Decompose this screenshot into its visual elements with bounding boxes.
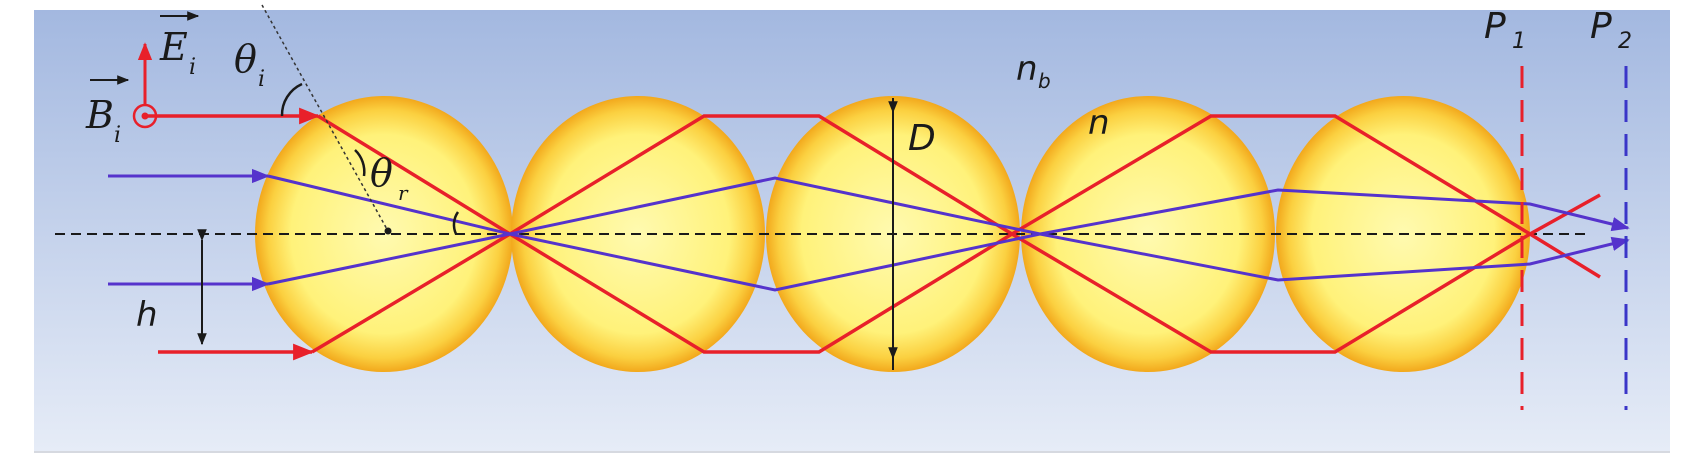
theta-i-label: θ i: [234, 37, 265, 92]
e-field-subscript: i: [189, 55, 196, 80]
theta-r-subscript: r: [398, 181, 409, 205]
p1-label: P 1: [1484, 6, 1526, 54]
incidence-normal: [261, 4, 389, 232]
b-field-subscript: i: [114, 123, 121, 148]
nb-symbol: n: [1016, 49, 1038, 89]
blue-path-lower: [267, 232, 1630, 292]
nb-subscript: b: [1038, 69, 1051, 93]
refraction-angle-arc: [452, 211, 460, 235]
p2-label: P 2: [1590, 6, 1632, 54]
theta-i-subscript: i: [258, 67, 265, 92]
b-field-label: B: [85, 93, 114, 137]
theta-r-arc: [354, 149, 366, 177]
e-field-label: E: [159, 25, 188, 69]
vector-e-label: E i: [159, 11, 200, 80]
red-rays: [148, 107, 1601, 361]
theta-i-symbol: θ: [234, 37, 257, 81]
n-label: n: [1088, 103, 1110, 143]
theta-r-symbol: θ: [370, 151, 393, 195]
red-path-lower: [311, 231, 1601, 354]
p2-symbol: P: [1590, 6, 1612, 47]
sphere-center-dot: [384, 227, 392, 235]
diameter-label: D: [908, 118, 936, 159]
nb-label: n b: [1016, 49, 1051, 93]
h-label: h: [136, 295, 158, 335]
b-field-dot: [141, 112, 149, 120]
b-field-out-of-page-icon: [132, 103, 158, 129]
p1-subscript: 1: [1512, 29, 1526, 54]
vector-b-label: B i: [85, 75, 130, 148]
p2-subscript: 2: [1618, 29, 1632, 54]
theta-i-arc: [280, 82, 303, 117]
p1-symbol: P: [1484, 6, 1506, 47]
theta-r-label: θ r: [370, 151, 409, 205]
blue-rays: [108, 168, 1630, 292]
